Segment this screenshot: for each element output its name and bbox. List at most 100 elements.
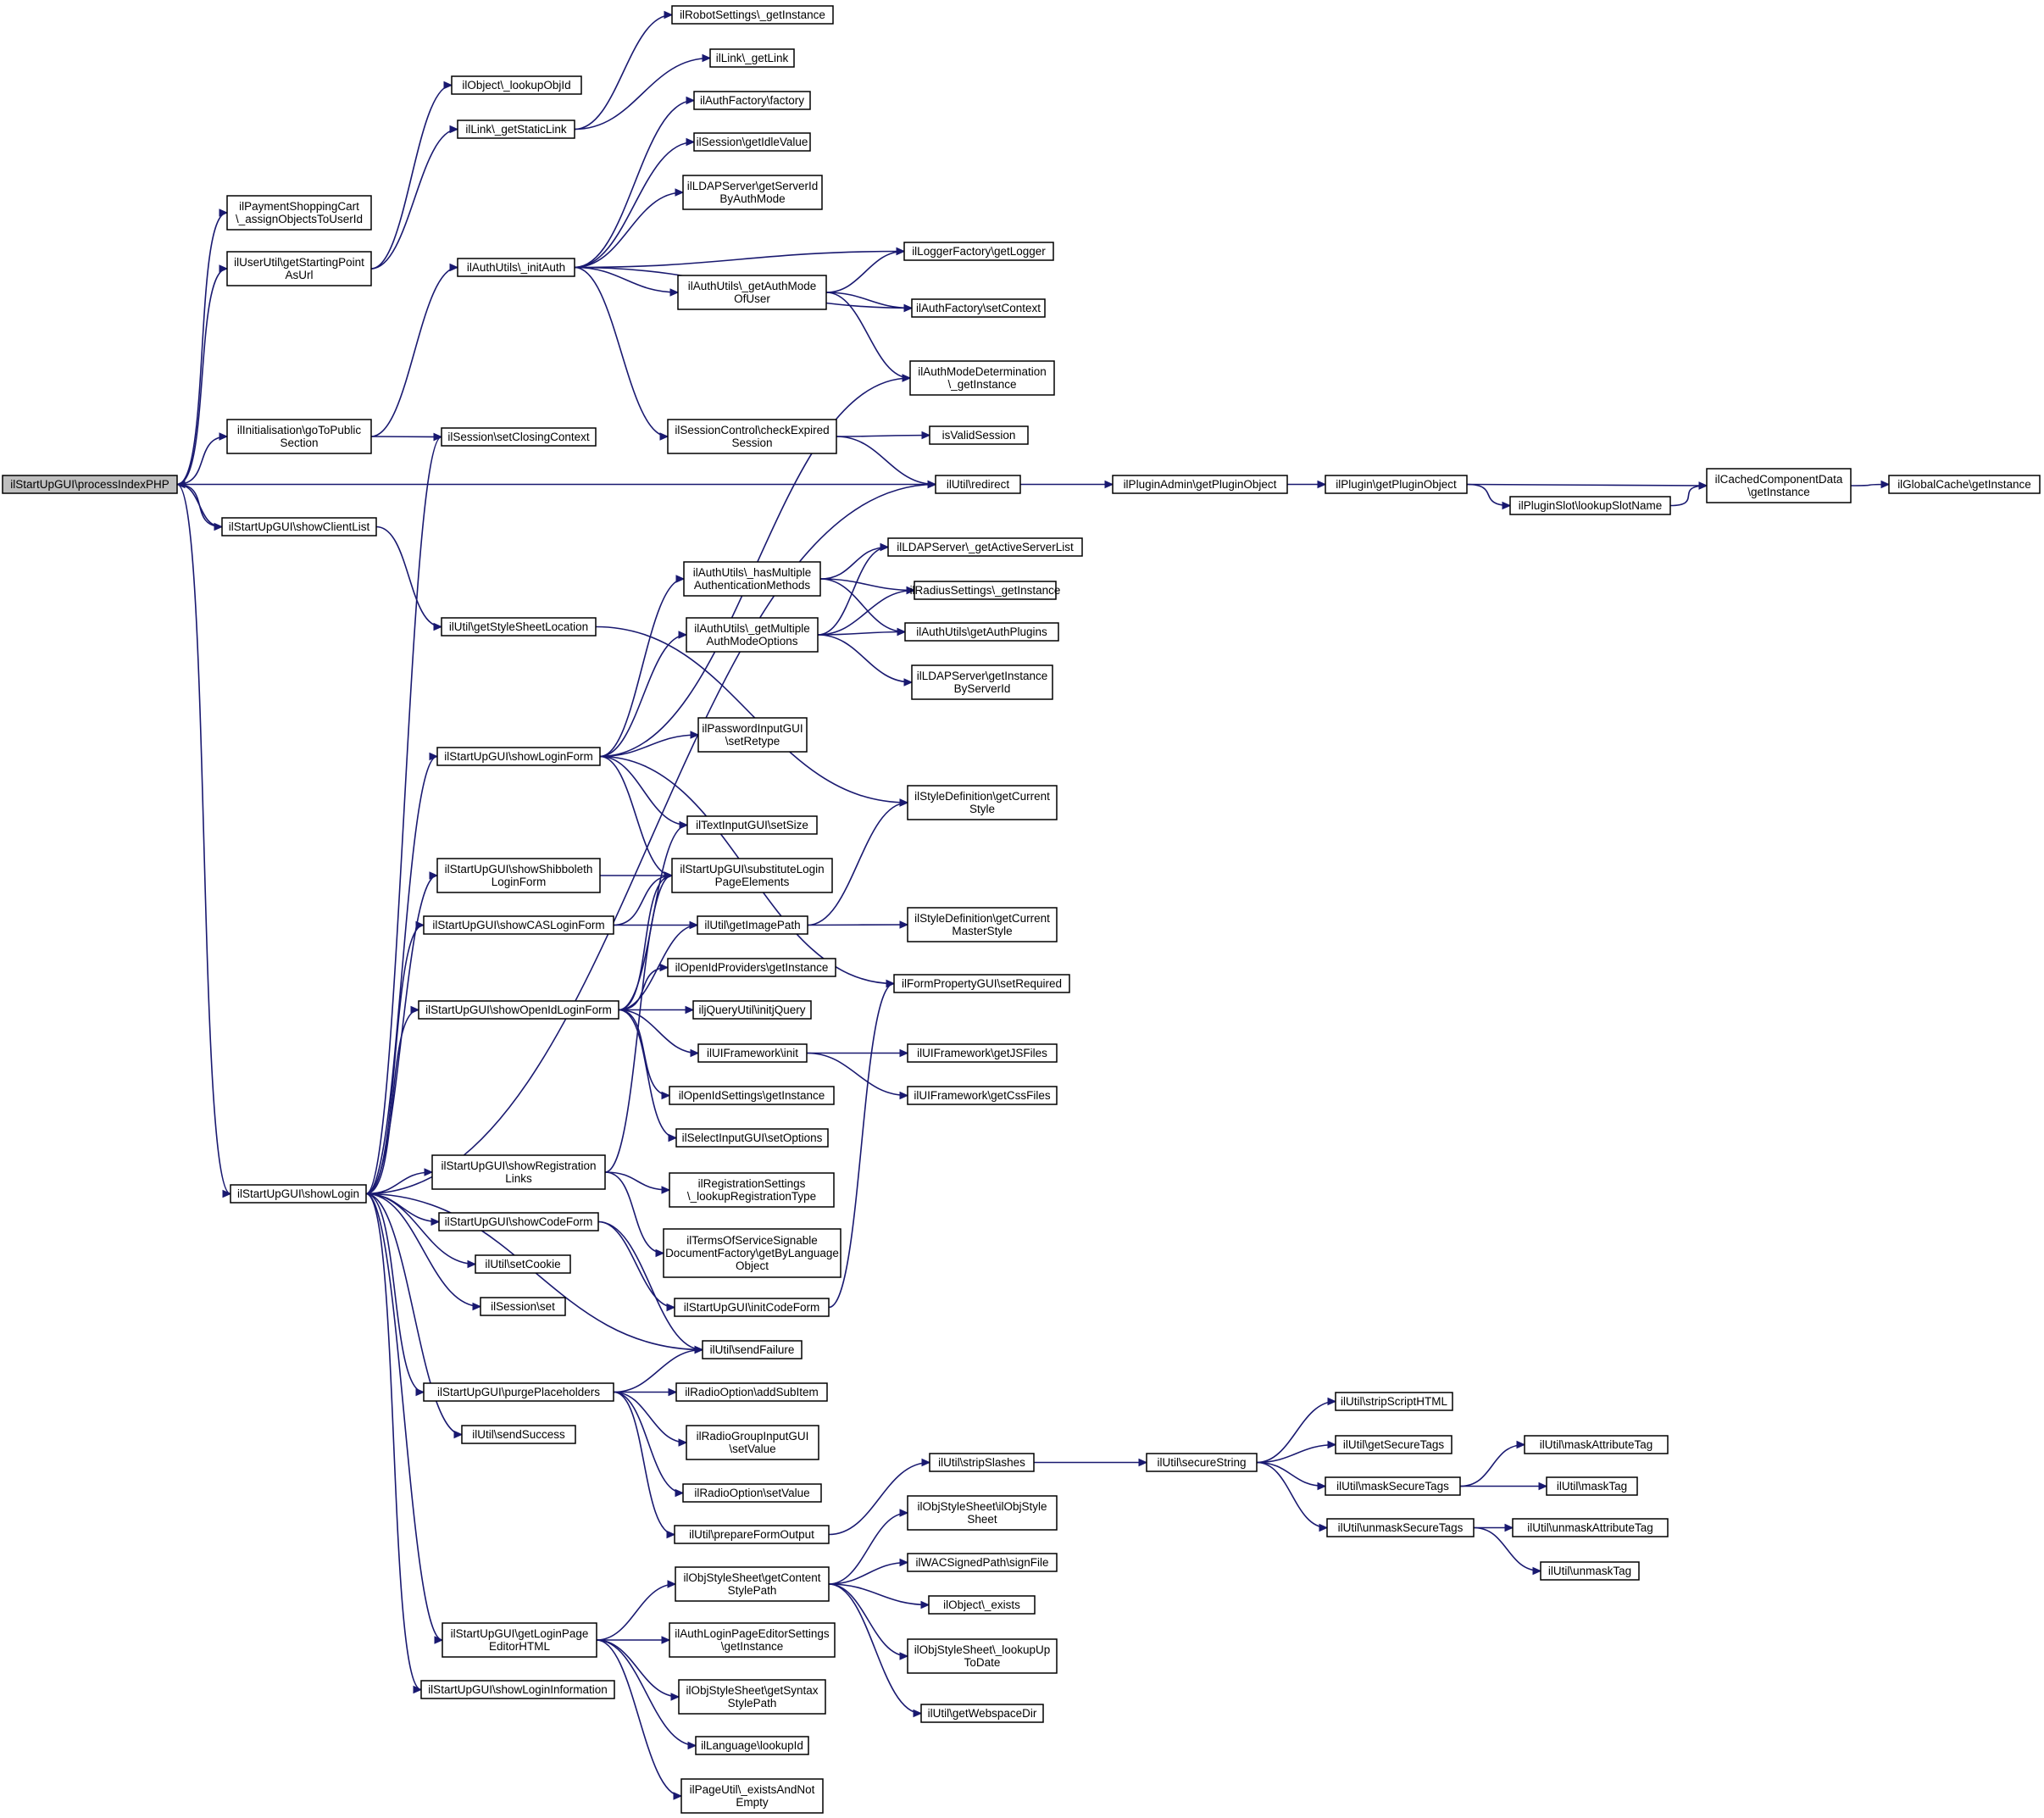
- node-box[interactable]: [929, 1453, 1035, 1472]
- node-ilpluginslot-lookupslotname[interactable]: ilPluginSlot\lookupSlotName: [1509, 496, 1671, 515]
- node-box[interactable]: [920, 1704, 1044, 1723]
- node-box[interactable]: [674, 1525, 830, 1544]
- node-ilauthfactory-factory[interactable]: ilAuthFactory\factory: [693, 91, 811, 110]
- node-ilutil-unmasktag[interactable]: ilUtil\unmaskTag: [1540, 1561, 1640, 1581]
- node-box[interactable]: [686, 815, 818, 835]
- node-ilsession-setclosingcontext[interactable]: ilSession\setClosingContext: [441, 427, 597, 447]
- node-illdapserver-getactiveserverlist[interactable]: ilLDAPServer\_getActiveServerList: [887, 537, 1083, 557]
- node-ilutil-stripscripthtml[interactable]: ilUtil\stripScriptHTML: [1335, 1392, 1453, 1411]
- node-box[interactable]: [692, 1000, 812, 1020]
- node-ilstartupgui-showclientlist[interactable]: ilStartUpGUI\showClientList: [221, 517, 377, 537]
- node-ilglobalcache-getinstance[interactable]: ilGlobalCache\getInstance: [1888, 475, 2041, 494]
- node-ilutil-sendsuccess[interactable]: ilUtil\sendSuccess: [461, 1425, 576, 1444]
- node-ilpasswordinputgui-setretype[interactable]: ilPasswordInputGUI\setRetype: [697, 717, 808, 753]
- node-box[interactable]: [1509, 496, 1671, 515]
- node-ilutil-getimagepath[interactable]: ilUtil\getImagePath: [697, 915, 808, 935]
- node-ilutil-prepareformoutput[interactable]: ilUtil\prepareFormOutput: [674, 1525, 830, 1544]
- node-ilutil-unmaskattributetag[interactable]: ilUtil\unmaskAttributeTag: [1512, 1518, 1669, 1537]
- node-box[interactable]: [682, 1483, 822, 1503]
- node-box[interactable]: [461, 1425, 576, 1444]
- node-ilobjstylesheet-ilobjstyle-sheet[interactable]: ilObjStyleSheet\ilObjStyleSheet: [907, 1495, 1058, 1531]
- node-box[interactable]: [675, 1566, 830, 1602]
- node-illoggerfactory-getlogger[interactable]: ilLoggerFactory\getLogger: [903, 242, 1054, 261]
- node-box[interactable]: [675, 1382, 828, 1402]
- node-box[interactable]: [693, 91, 811, 110]
- node-box[interactable]: [674, 1298, 830, 1317]
- node-ilrobotsettings-getinstance[interactable]: ilRobotSettings\_getInstance: [671, 5, 834, 25]
- node-ilradiooption-setvalue[interactable]: ilRadioOption\setValue: [682, 1483, 822, 1503]
- node-box[interactable]: [893, 974, 1070, 993]
- node-box[interactable]: [909, 360, 1055, 396]
- node-box[interactable]: [441, 617, 597, 637]
- node-box[interactable]: [1146, 1453, 1258, 1472]
- node-ilradiogroupinputgui-setvalue[interactable]: ilRadioGroupInputGUI\setValue: [686, 1425, 819, 1460]
- node-box[interactable]: [420, 1680, 615, 1699]
- node-box[interactable]: [686, 617, 819, 653]
- node-box[interactable]: [663, 1228, 841, 1278]
- node-ilstartupgui-initcodeform[interactable]: ilStartUpGUI\initCodeForm: [674, 1298, 830, 1317]
- node-iljqueryutil-initjquery[interactable]: iljQueryUtil\initjQuery: [692, 1000, 812, 1020]
- node-box[interactable]: [221, 517, 377, 537]
- node-box[interactable]: [914, 581, 1057, 600]
- node-ilutil-securestring[interactable]: ilUtil\secureString: [1146, 1453, 1258, 1472]
- node-box[interactable]: [907, 1086, 1058, 1105]
- node-box[interactable]: [669, 1622, 836, 1658]
- node-ilauthutils-hasmultiple-authenticationmethods[interactable]: ilAuthUtils\_hasMultipleAuthenticationMe…: [683, 561, 821, 597]
- node-box[interactable]: [1325, 475, 1468, 494]
- node-box[interactable]: [423, 915, 614, 935]
- node-box[interactable]: [678, 1679, 826, 1715]
- node-ilutil-redirect[interactable]: ilUtil\redirect: [935, 475, 1021, 494]
- node-ilstartupgui-showlogin[interactable]: ilStartUpGUI\showLogin: [230, 1184, 367, 1204]
- node-ilpluginadmin-getpluginobject[interactable]: ilPluginAdmin\getPluginObject: [1112, 475, 1288, 494]
- node-ilradiooption-addsubitem[interactable]: ilRadioOption\addSubItem: [675, 1382, 828, 1402]
- node-box[interactable]: [671, 858, 833, 893]
- node-ilobject-exists[interactable]: ilObject\_exists: [928, 1595, 1036, 1615]
- node-box[interactable]: [667, 419, 837, 454]
- node-box[interactable]: [1326, 1518, 1475, 1537]
- node-box[interactable]: [695, 1736, 809, 1755]
- node-box[interactable]: [669, 1086, 835, 1105]
- node-ilradiussettings-getinstance[interactable]: ilRadiusSettings\_getInstance: [910, 581, 1061, 600]
- node-ilutil-getwebspacedir[interactable]: ilUtil\getWebspaceDir: [920, 1704, 1044, 1723]
- node-box[interactable]: [907, 1553, 1058, 1572]
- node-ilutil-getsecuretags[interactable]: ilUtil\getSecureTags: [1335, 1435, 1452, 1454]
- node-ilutil-stripslashes[interactable]: ilUtil\stripSlashes: [929, 1453, 1035, 1472]
- node-ilutil-masktag[interactable]: ilUtil\maskTag: [1546, 1476, 1638, 1496]
- node-ilutil-sendfailure[interactable]: ilUtil\sendFailure: [702, 1340, 803, 1359]
- node-ilutil-getstylesheetlocation[interactable]: ilUtil\getStyleSheetLocation: [441, 617, 597, 637]
- node-box[interactable]: [1335, 1392, 1453, 1411]
- node-ilplugin-getpluginobject[interactable]: ilPlugin\getPluginObject: [1325, 475, 1468, 494]
- node-box[interactable]: [457, 258, 575, 277]
- node-ilauthmodedetermination-getinstance[interactable]: ilAuthModeDetermination\_getInstance: [909, 360, 1055, 396]
- node-box[interactable]: [697, 915, 808, 935]
- node-ilselectinputgui-setoptions[interactable]: ilSelectInputGUI\setOptions: [675, 1128, 829, 1148]
- node-isvalidsession[interactable]: isValidSession: [929, 425, 1029, 445]
- node-ilauthfactory-setcontext[interactable]: ilAuthFactory\setContext: [911, 298, 1046, 318]
- node-ilstartupgui-showlogininformation[interactable]: ilStartUpGUI\showLoginInformation: [420, 1680, 615, 1699]
- node-ilutil-masksecuretags[interactable]: ilUtil\maskSecureTags: [1325, 1476, 1461, 1496]
- node-iluiframework-init[interactable]: ilUIFramework\init: [697, 1043, 808, 1063]
- node-box[interactable]: [431, 1154, 606, 1190]
- node-illink-getlink[interactable]: ilLink\_getLink: [709, 48, 795, 68]
- node-box[interactable]: [1325, 1476, 1461, 1496]
- node-box[interactable]: [907, 1638, 1058, 1674]
- node-iltermsofservicesignable-documentfactory-getbylanguage-object[interactable]: ilTermsOfServiceSignableDocumentFactory\…: [663, 1228, 841, 1278]
- node-box[interactable]: [683, 561, 821, 597]
- node-box[interactable]: [230, 1184, 367, 1204]
- node-box[interactable]: [929, 425, 1029, 445]
- node-box[interactable]: [457, 120, 575, 139]
- node-ilobject-lookupobjid[interactable]: ilObject\_lookupObjId: [451, 75, 582, 95]
- node-box[interactable]: [907, 1495, 1058, 1531]
